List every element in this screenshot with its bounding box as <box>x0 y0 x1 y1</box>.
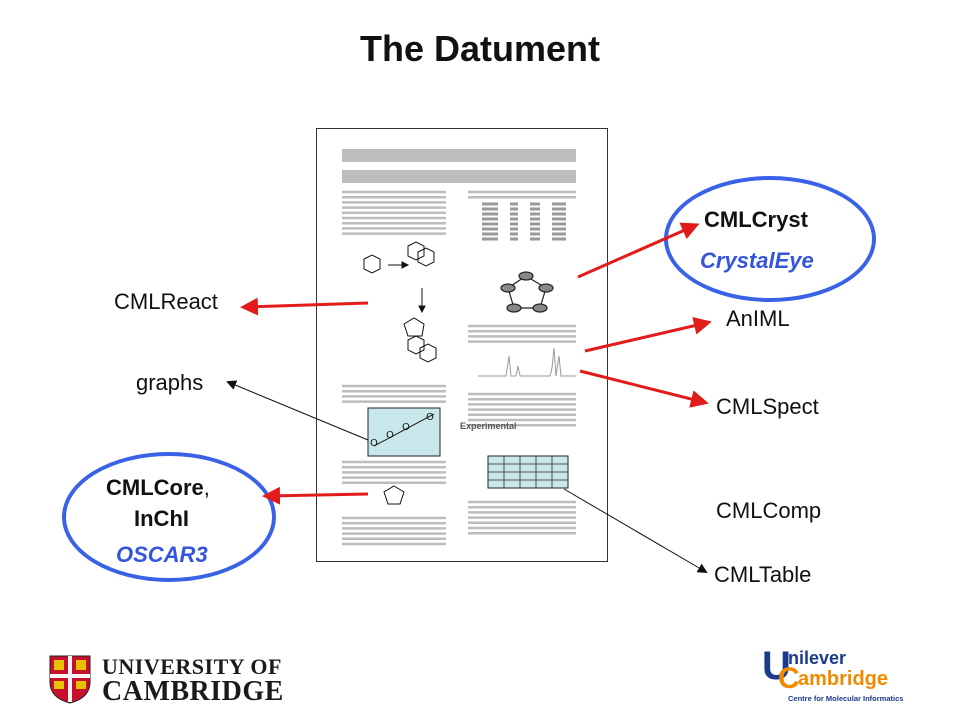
label-cmlspect: CMLSpect <box>716 394 819 419</box>
label-animl: AnIML <box>726 306 790 331</box>
unilever-caption: Centre for Molecular Informatics <box>788 694 904 703</box>
svg-text:O: O <box>370 438 378 449</box>
label-cmltable: CMLTable <box>714 562 812 587</box>
label-cmlcore-comma: , <box>203 475 210 500</box>
cambridge-shield-icon <box>49 655 91 704</box>
arrow-to-cmlcryst <box>577 222 700 279</box>
cml-core-ellipse <box>62 452 276 582</box>
label-cmlcore-line: CMLCore, <box>106 475 210 501</box>
label-cmlcomp: CMLComp <box>716 498 822 523</box>
cambridge-logo: UNIVERSITY OF CAMBRIDGE <box>48 654 288 707</box>
arrow-to-cmltable <box>563 488 708 574</box>
svg-text:O: O <box>426 412 434 423</box>
document-page <box>316 128 608 562</box>
unilever-word: nilever <box>788 648 847 668</box>
cambridge-line1: UNIVERSITY OF <box>102 654 282 679</box>
pentagon-structure <box>383 485 405 505</box>
document-table-columns <box>482 202 566 241</box>
arrow-to-cmlcore <box>262 486 369 505</box>
label-graphs: graphs <box>136 370 204 395</box>
label-oscar3: OSCAR3 <box>116 542 208 567</box>
label-cmlcore: CMLCore <box>106 475 204 500</box>
unilever-word2: ambridge <box>798 668 889 690</box>
plot-thumbnail[interactable] <box>367 407 441 457</box>
plot-markers: O O O O <box>370 412 434 449</box>
document-text-lines <box>342 190 576 546</box>
unilever-c-letter: C <box>778 662 800 695</box>
ring-molecule <box>500 271 554 313</box>
experimental-heading: Experimental <box>460 421 517 431</box>
page-title: The Datument <box>359 28 600 69</box>
document-content: O O O O Experimental <box>342 149 576 546</box>
unilever-cambridge-logo: U nilever C ambridge Centre for Molecula… <box>762 646 922 708</box>
label-inchi: InChI <box>134 506 189 531</box>
label-cmlreact: CMLReact <box>114 289 218 314</box>
cambridge-line2: CAMBRIDGE <box>102 676 284 707</box>
arrow-to-cmlreact <box>240 297 369 316</box>
arrow-to-graphs <box>226 380 369 441</box>
arrow-to-animl <box>584 316 712 353</box>
svg-text:O: O <box>402 422 410 433</box>
arrow-to-cmlspect <box>579 369 709 408</box>
data-table-thumbnail[interactable] <box>487 455 569 489</box>
reaction-scheme <box>363 241 437 363</box>
label-cmlcryst: CMLCryst <box>704 207 808 232</box>
spectrum-trace <box>478 347 576 377</box>
svg-text:O: O <box>386 430 394 441</box>
document-header-bars <box>342 149 576 183</box>
unilever-u-letter: U <box>762 644 791 688</box>
label-crystaleye: CrystalEye <box>700 248 814 273</box>
